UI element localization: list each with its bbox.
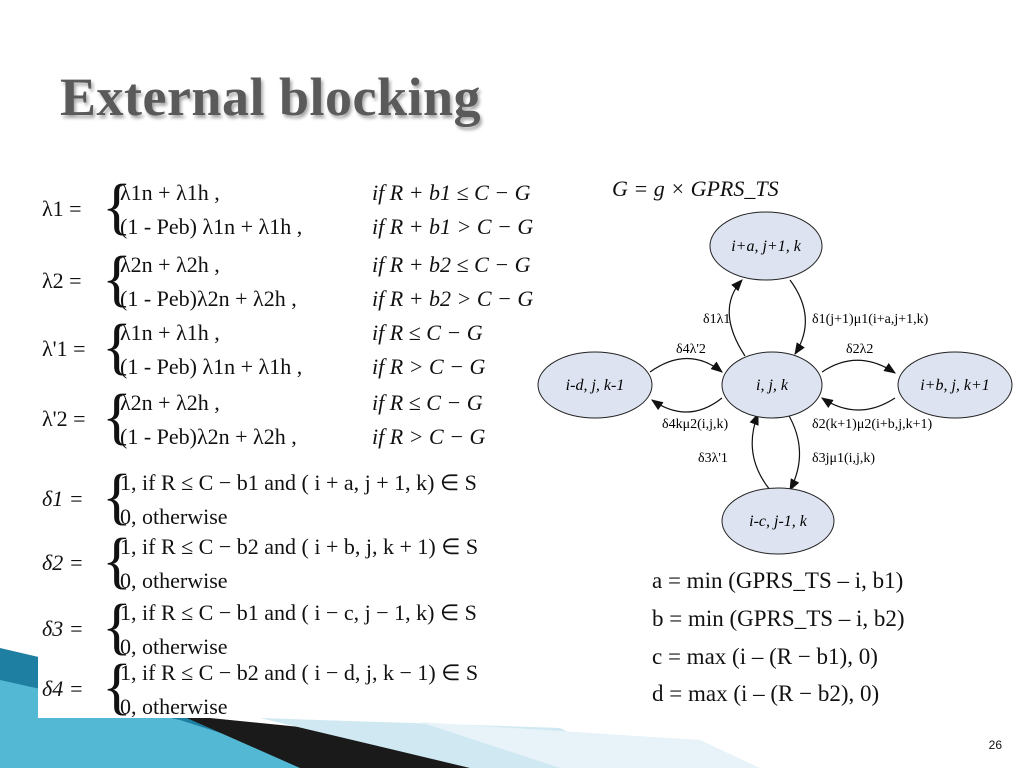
edge-label-to-bottom: δ3λ'1: [698, 451, 728, 466]
node-label-bottom: i-c, j-1, k: [749, 513, 808, 530]
equation-case2: (1 - Peb) λ1n + λ1h ,: [120, 354, 303, 379]
node-label-center: i, j, k: [756, 377, 789, 394]
state-node-bottom: [721, 487, 835, 555]
edge-label-from-right: δ2(k+1)μ2(i+b,j,k+1): [812, 417, 933, 432]
definition-a: a = min (GPRS_TS – i, b1): [652, 568, 904, 593]
equation-cond1: if R ≤ C − G: [372, 390, 483, 415]
edge-to-left: [649, 357, 723, 373]
equation-lhs: λ'1 =: [42, 336, 86, 361]
equation-case1: 1, if R ≤ C − b1 and ( i + a, j + 1, k) …: [120, 470, 477, 495]
state-node-right: [897, 351, 1013, 419]
definition-b: b = min (GPRS_TS – i, b2): [652, 606, 905, 631]
equation-case1: λ2n + λ2h ,: [120, 390, 220, 415]
equation-cond2: if R + b2 > C − G: [372, 286, 534, 311]
definition-c: c = max (i – (R − b1), 0): [652, 644, 878, 669]
equation-panel: [38, 168, 598, 718]
equation-cond2: if R > C − G: [372, 354, 486, 379]
edge-label-to-right: δ2λ2: [846, 342, 873, 357]
edge-from-bottom: [787, 413, 801, 492]
equation-lhs: δ4 =: [42, 676, 84, 701]
equation-lhs: λ2 =: [42, 268, 82, 293]
equation-case2: 0, otherwise: [120, 504, 228, 529]
equation-case1: λ1n + λ1h ,: [120, 320, 220, 345]
g-formula: G = g × GPRS_TS: [612, 176, 779, 201]
equation-cond1: if R + b2 ≤ C − G: [372, 252, 531, 277]
equation-cond1: if R + b1 ≤ C − G: [372, 180, 531, 205]
equation-cond2: if R > C − G: [372, 424, 486, 449]
edge-to-bottom: [749, 412, 771, 491]
state-node-left: [537, 351, 653, 419]
equation-case2: 0, otherwise: [120, 634, 228, 659]
equation-case1: λ2n + λ2h ,: [120, 252, 220, 277]
edge-to-right: [821, 359, 896, 374]
equation-cond1: if R ≤ C − G: [372, 320, 483, 345]
equation-lhs: λ'2 =: [42, 406, 86, 431]
state-node-center: [721, 351, 823, 419]
edge-label-from-left: δ4kμ2(i,j,k): [662, 417, 729, 432]
equation-case2: (1 - Peb) λ1n + λ1h ,: [120, 214, 303, 239]
equation-case1: λ1n + λ1h ,: [120, 180, 220, 205]
definition-d: d = max (i – (R − b2), 0): [652, 681, 880, 706]
edge-label-to-top: δ1λ1: [703, 312, 730, 327]
edge-label-to-left: δ4λ'2: [676, 342, 706, 357]
edge-to-top: [728, 279, 746, 357]
equation-lhs: λ1 =: [42, 196, 82, 221]
equation-cond2: if R + b1 > C − G: [372, 214, 534, 239]
equation-lhs: δ1 =: [42, 486, 84, 511]
equation-case2: 0, otherwise: [120, 694, 228, 719]
state-transition-diagram: i+a, j+1, k i, j, k i-d, j, k-1 i+b, j, …: [537, 211, 1013, 555]
equation-case1: 1, if R ≤ C − b2 and ( i + b, j, k + 1) …: [120, 534, 479, 559]
node-label-left: i-d, j, k-1: [566, 377, 625, 394]
equation-case1: 1, if R ≤ C − b1 and ( i − c, j − 1, k) …: [120, 600, 477, 625]
equation-lhs: δ3 =: [42, 616, 84, 641]
equation-case2: (1 - Peb)λ2n + λ2h ,: [120, 424, 297, 449]
equation-case2: 0, otherwise: [120, 568, 228, 593]
slide-title: External blocking: [60, 67, 482, 127]
edge-label-from-top: δ1(j+1)μ1(i+a,j+1,k): [812, 312, 929, 327]
page-number: 26: [988, 738, 1002, 752]
edge-from-left: [651, 397, 723, 413]
equation-case1: 1, if R ≤ C − b2 and ( i − d, j, k − 1) …: [120, 660, 479, 685]
edge-from-top: [789, 279, 806, 356]
edge-label-from-bottom: δ3jμ1(i,j,k): [812, 451, 875, 466]
state-node-top: [709, 211, 823, 281]
equation-lhs: δ2 =: [42, 550, 84, 575]
edge-from-right: [821, 397, 896, 411]
node-label-top: i+a, j+1, k: [731, 238, 801, 255]
equation-case2: (1 - Peb)λ2n + λ2h ,: [120, 286, 297, 311]
node-label-right: i+b, j, k+1: [920, 377, 990, 394]
